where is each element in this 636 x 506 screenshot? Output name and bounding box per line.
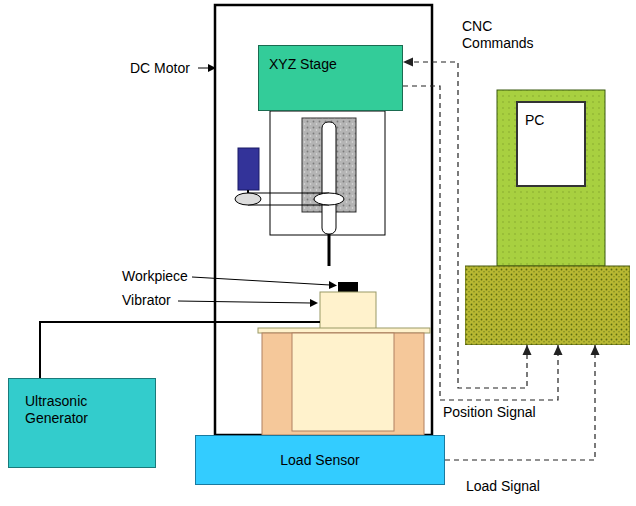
leader-arrowhead <box>310 299 318 307</box>
leader-line <box>178 301 311 303</box>
workpiece <box>338 282 358 292</box>
part-label: DC Motor <box>130 60 190 77</box>
spindle-pulley <box>314 193 344 205</box>
leader-arrowhead <box>208 64 216 72</box>
signal-connector <box>445 345 600 460</box>
node-text: Ultrasonic Generator <box>25 393 125 427</box>
arrowhead <box>403 58 413 67</box>
generator-box: Ultrasonic Generator <box>8 378 156 468</box>
leader-arrowhead <box>329 281 337 289</box>
screen <box>517 102 585 186</box>
stand-core <box>292 333 394 431</box>
stand <box>262 333 424 435</box>
plate <box>258 328 430 333</box>
arrowhead <box>554 345 563 355</box>
vibrator <box>320 292 376 329</box>
spindle-carriage <box>270 111 385 235</box>
computer-illustration <box>465 88 630 345</box>
signal-label: Position Signal <box>443 404 536 421</box>
belt <box>248 193 329 194</box>
spindle-shaft <box>322 122 336 234</box>
sensor-box: Load Sensor <box>195 435 445 485</box>
signal-label: CNC Commands <box>462 18 542 52</box>
monitor <box>497 90 605 266</box>
arrowhead <box>591 345 600 355</box>
belt <box>248 205 329 206</box>
part-label: Vibrator <box>122 292 171 309</box>
node-text: XYZ Stage <box>269 56 337 73</box>
leader-line <box>192 277 330 285</box>
dashed-line <box>445 345 595 460</box>
motor-pulley <box>235 193 261 205</box>
tool <box>328 234 331 266</box>
computer-base <box>465 266 630 345</box>
part-label: Workpiece <box>122 268 188 285</box>
stage-box: XYZ Stage <box>258 45 403 111</box>
generator-wire <box>40 322 320 378</box>
pc-unit: PC <box>465 88 630 345</box>
leader-line <box>198 68 209 69</box>
dc-motor <box>238 148 259 190</box>
node-text: Load Sensor <box>280 452 359 469</box>
arrowhead <box>523 345 532 355</box>
signal-label: Load Signal <box>466 478 540 495</box>
node-text: PC <box>525 112 544 129</box>
machine-frame <box>215 5 432 435</box>
